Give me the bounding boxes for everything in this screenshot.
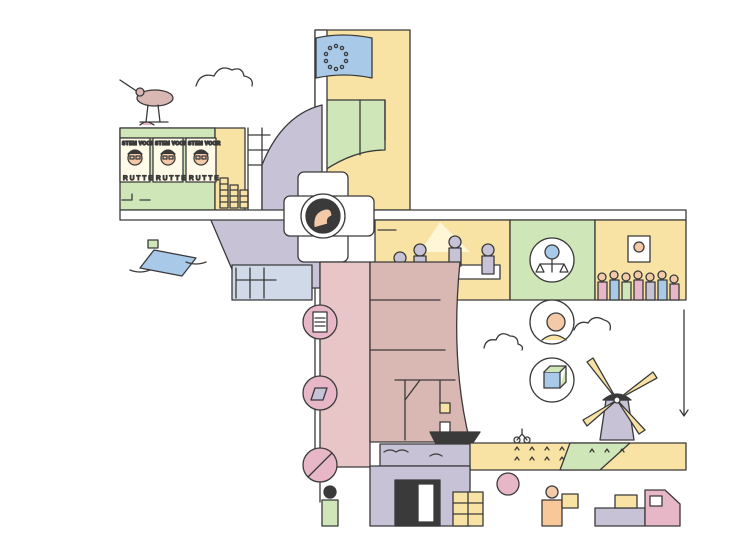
- worker-with-box: [541, 485, 579, 527]
- main-beam: [119, 209, 687, 221]
- poster-header: STEM VOOR: [122, 141, 155, 147]
- no-entry-sign-icon: [302, 447, 338, 503]
- poster: STEM VOOR RUTTE: [152, 137, 188, 183]
- election-posters: STEM VOOR RUTTE STEM VOOR RUTTE STEM VOO…: [119, 137, 221, 183]
- person-with-sign: [321, 485, 339, 527]
- crane-icon: [394, 379, 456, 441]
- poster-header: STEM VOOR: [155, 141, 188, 147]
- poster-name: RUTTE: [123, 175, 155, 182]
- clouds: [195, 67, 612, 351]
- cube-icon: [529, 357, 575, 403]
- coin-stacks: [219, 177, 249, 209]
- poster-name: RUTTE: [156, 175, 188, 182]
- globe-panel: [509, 219, 596, 301]
- bottom-building: [369, 465, 520, 527]
- truck-icon: [594, 489, 681, 527]
- eu-flag-icon: [315, 34, 373, 79]
- cyclist-icon: [513, 428, 531, 444]
- bird-icon: [119, 79, 174, 126]
- poster-header: STEM VOOR: [188, 141, 221, 147]
- floating-tablet: [129, 239, 207, 277]
- person-profile-icon: [529, 299, 575, 345]
- farmland: [469, 442, 687, 471]
- calculator-icon: [302, 304, 338, 340]
- lower-column: [319, 261, 471, 468]
- windmill-icon: [582, 357, 658, 441]
- cargo-ship-icon: [379, 421, 481, 467]
- poster: STEM VOOR RUTTE: [185, 137, 221, 183]
- solar-panel-icon: [302, 375, 338, 411]
- poster: STEM VOOR RUTTE: [119, 137, 155, 183]
- height-arrow: [679, 309, 689, 417]
- scales-of-justice-icon: [535, 259, 569, 273]
- crowd-panel: [594, 219, 687, 301]
- poster-name: RUTTE: [189, 175, 221, 182]
- globe-icon: [544, 244, 560, 260]
